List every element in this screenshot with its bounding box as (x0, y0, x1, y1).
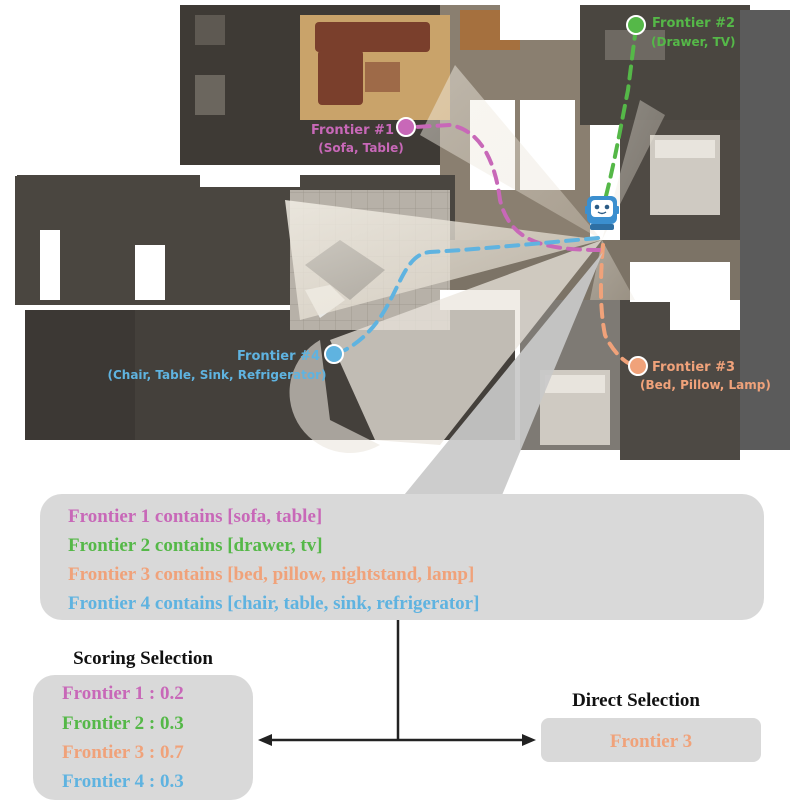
score-row-3: Frontier 3 : 0.7 (62, 742, 184, 763)
frontier-1-title: Frontier #1 (311, 123, 394, 138)
direct-selection-value: Frontier 3 (610, 731, 692, 752)
frontier-4-title: Frontier #4 (237, 349, 320, 364)
frontier-2-title: Frontier #2 (652, 16, 735, 31)
frontier-2-marker: Frontier #2 (Drawer, TV) (626, 15, 736, 49)
scoring-panel: Frontier 1 : 0.2 Frontier 2 : 0.3 Fronti… (33, 675, 253, 800)
robot-icon (585, 196, 619, 230)
score-row-1: Frontier 1 : 0.2 (62, 683, 184, 704)
floor-plan-map (15, 5, 790, 460)
contents-row-2: Frontier 2 contains [drawer, tv] (68, 535, 323, 556)
frontier-4-marker: Frontier #4 (Chair, Table, Sink, Refrige… (107, 344, 344, 382)
callout-pointer (400, 252, 603, 500)
path-to-frontier-3 (598, 243, 632, 366)
contents-row-4: Frontier 4 contains [chair, table, sink,… (68, 593, 479, 614)
score-row-4: Frontier 4 : 0.3 (62, 771, 184, 792)
contents-row-3: Frontier 3 contains [bed, pillow, nights… (68, 564, 474, 585)
frontier-3-title: Frontier #3 (652, 360, 735, 375)
frontier-1-marker: Frontier #1 (Sofa, Table) (311, 117, 416, 155)
score-row-2: Frontier 2 : 0.3 (62, 713, 184, 734)
frontier-3-marker: Frontier #3 (Bed, Pillow, Lamp) (628, 356, 771, 392)
scoring-selection-title: Scoring Selection (73, 648, 213, 669)
direct-panel: Frontier 3 (541, 718, 761, 762)
frontier-4-objects: (Chair, Table, Sink, Refrigerator) (107, 368, 326, 382)
contents-row-1: Frontier 1 contains [sofa, table] (68, 506, 322, 527)
path-to-frontier-4 (343, 236, 600, 352)
frontier-3-objects: (Bed, Pillow, Lamp) (640, 378, 771, 392)
path-to-frontier-2 (604, 33, 637, 198)
direct-selection-title: Direct Selection (572, 690, 700, 711)
frontier-paths (343, 33, 637, 366)
frontier-2-objects: (Drawer, TV) (651, 35, 736, 49)
path-to-frontier-1 (413, 122, 602, 252)
frontier-1-objects: (Sofa, Table) (318, 141, 404, 155)
selection-connector (258, 620, 536, 746)
frontier-contents-panel: Frontier 1 contains [sofa, table] Fronti… (40, 494, 764, 620)
